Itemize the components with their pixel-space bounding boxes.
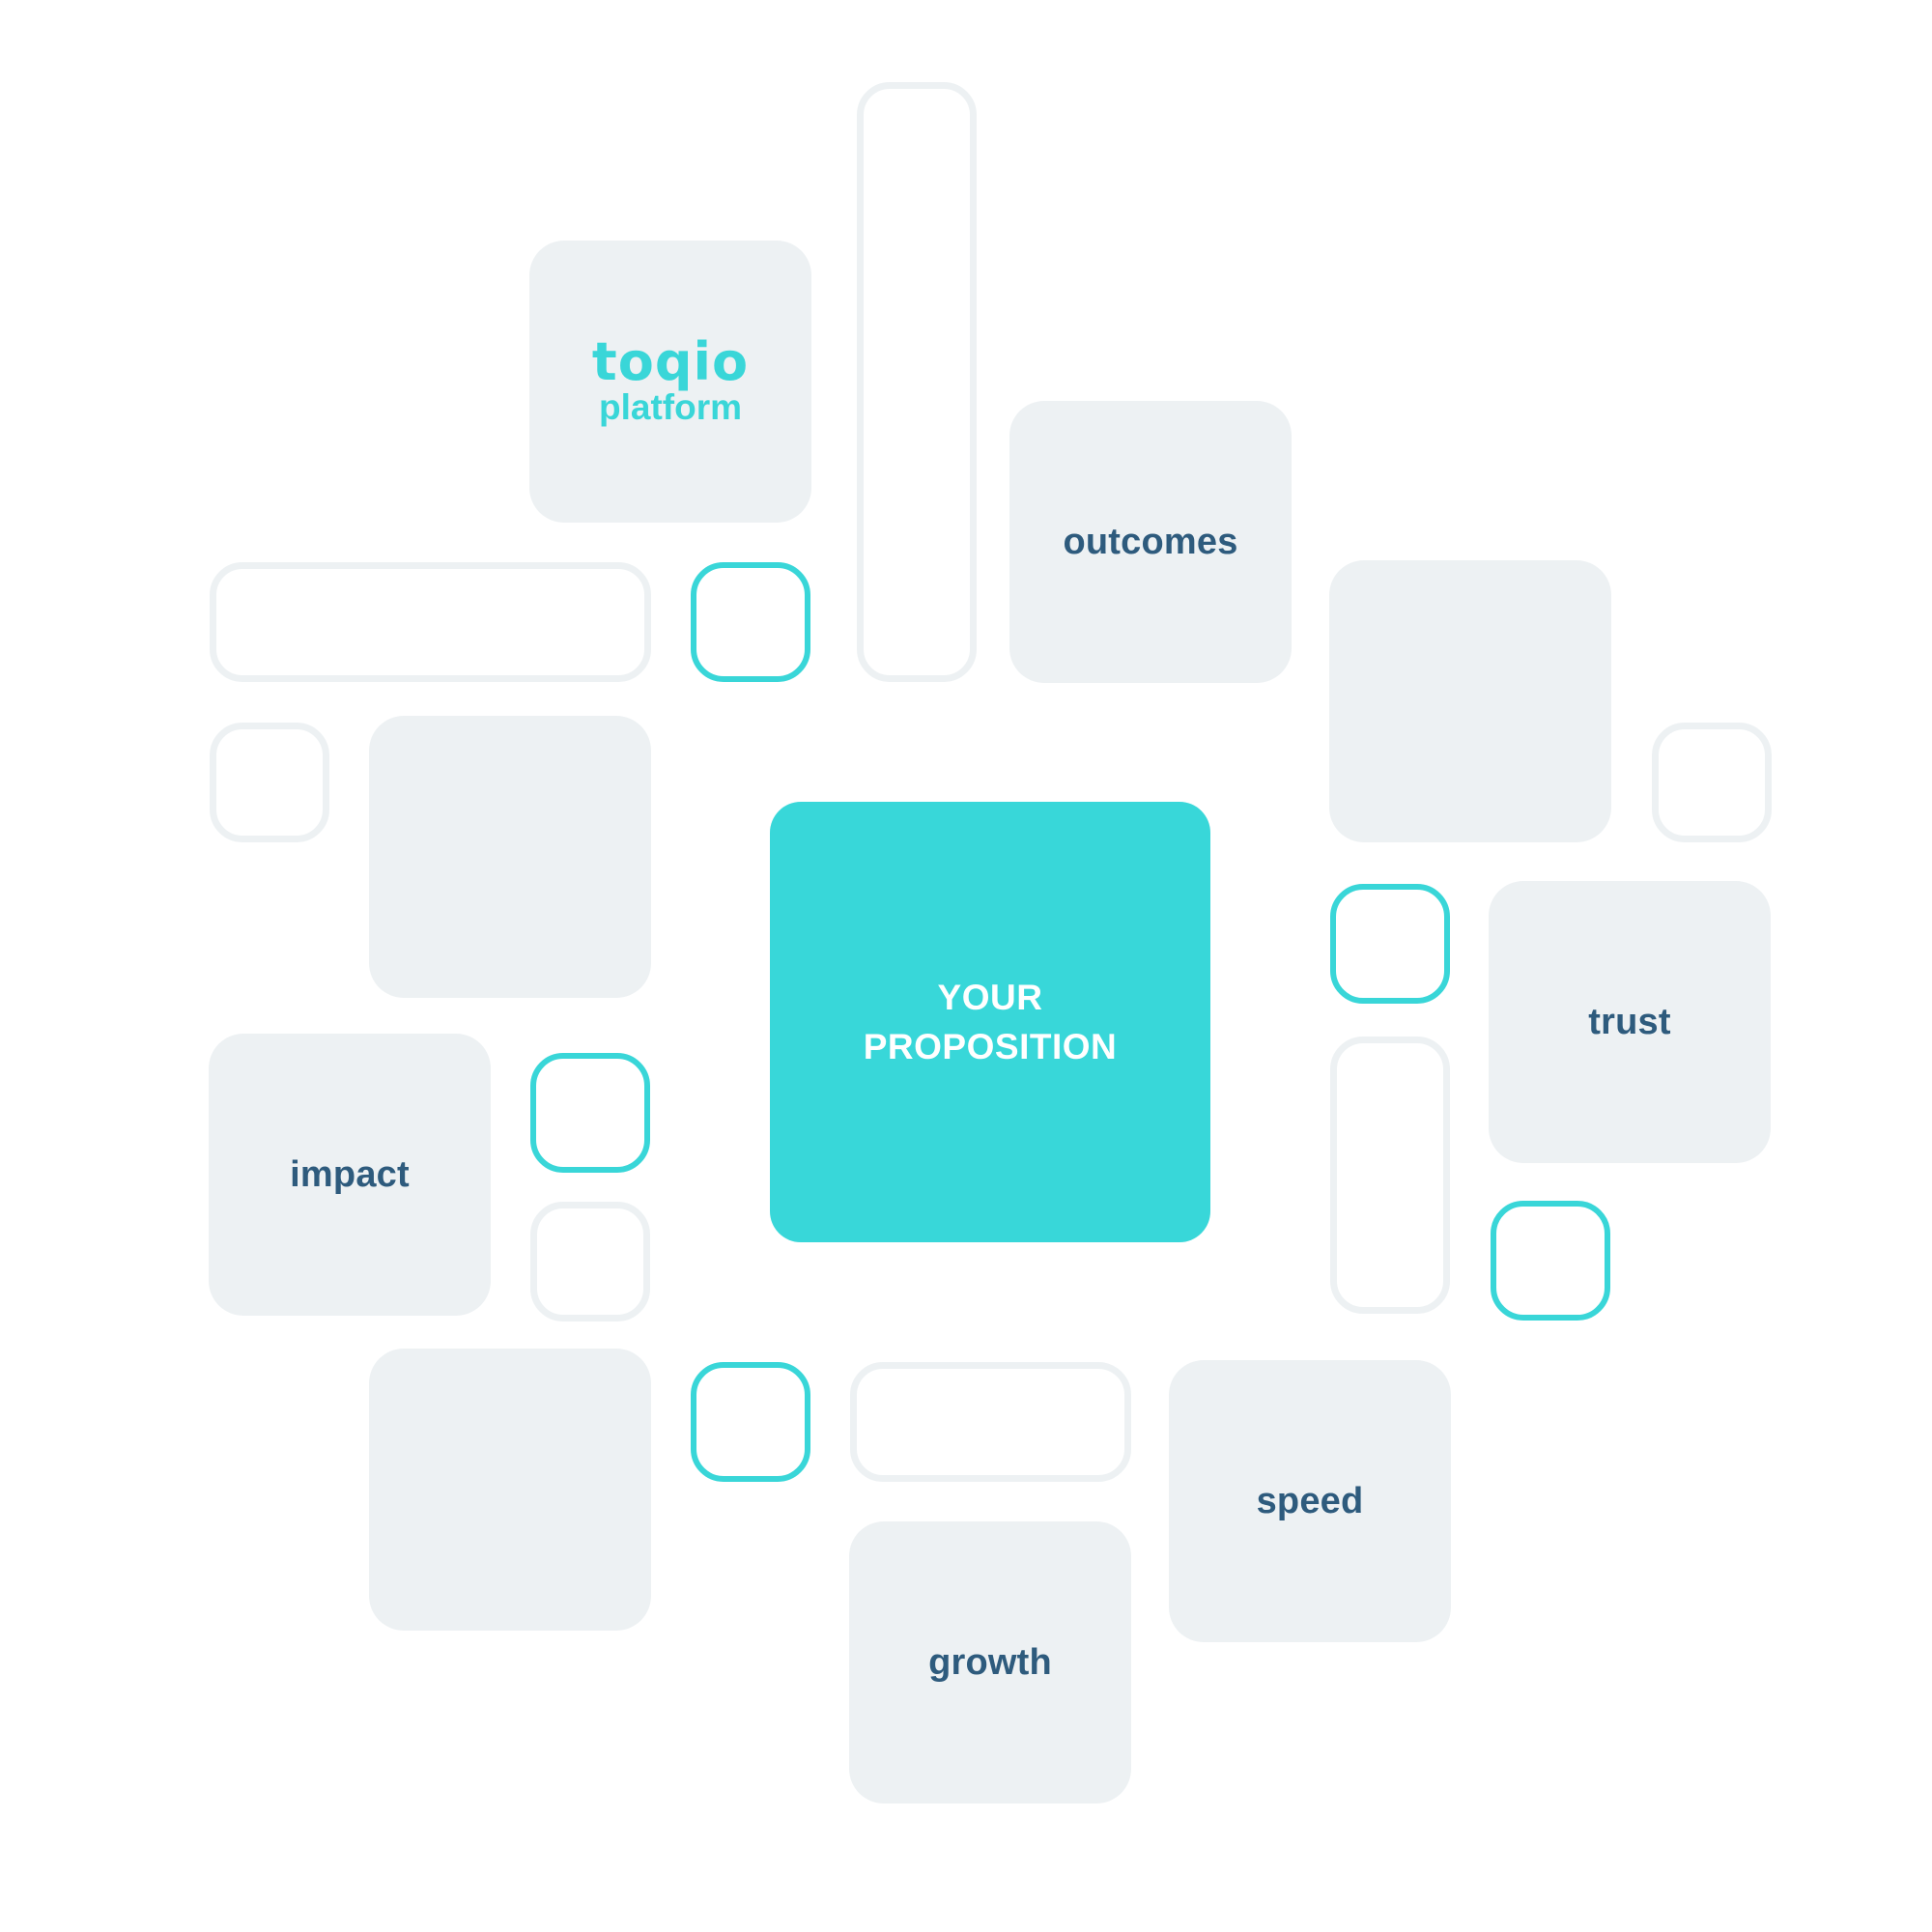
accent-tile-top: [691, 562, 810, 682]
outline-tile-small-right: [1652, 723, 1772, 842]
growth-label: growth: [928, 1641, 1052, 1683]
outline-tile-wide-left: [210, 562, 651, 682]
accent-tile-bottom: [691, 1362, 810, 1482]
brand-logo: toqio: [591, 331, 750, 392]
speed-tile: speed: [1169, 1360, 1451, 1642]
impact-tile: impact: [209, 1034, 491, 1316]
outcomes-tile: outcomes: [1009, 401, 1292, 683]
trust-tile: trust: [1489, 881, 1771, 1163]
outline-tile-tall-right: [1330, 1037, 1450, 1314]
empty-tile-left-lower: [369, 1349, 651, 1631]
empty-tile-left-upper: [369, 716, 651, 998]
proposition-line-1: YOUR: [937, 978, 1043, 1017]
proposition-tile: YOUR PROPOSITION: [770, 802, 1210, 1242]
outline-tile-tall-top: [857, 82, 977, 682]
proposition-line-2: PROPOSITION: [863, 1027, 1118, 1066]
speed-label: speed: [1256, 1480, 1364, 1521]
outline-tile-small-left: [210, 723, 329, 842]
accent-tile-right-lower: [1491, 1201, 1610, 1321]
outline-tile-small-mid-left: [530, 1202, 650, 1321]
impact-label: impact: [290, 1153, 410, 1195]
accent-tile-left-mid: [530, 1053, 650, 1173]
empty-tile-right-top: [1329, 560, 1611, 842]
outline-tile-wide-bottom: [850, 1362, 1131, 1482]
trust-label: trust: [1588, 1001, 1671, 1042]
outcomes-label: outcomes: [1063, 521, 1238, 562]
growth-tile: growth: [849, 1521, 1131, 1804]
brand-tile: toqio platform: [529, 241, 811, 523]
accent-tile-right-upper: [1330, 884, 1450, 1004]
brand-subtitle: platform: [599, 387, 742, 427]
